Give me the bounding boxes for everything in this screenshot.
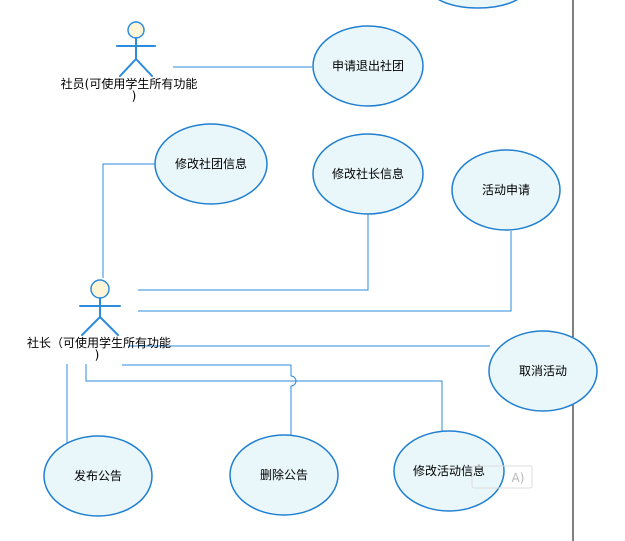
- use-case-delete-notice[interactable]: 删除公告: [229, 434, 339, 516]
- overlay-hint-label: A): [512, 471, 525, 485]
- use-case-quit-club-label: 申请退出社团: [332, 58, 404, 73]
- actor-member[interactable]: 社员(可使用学生所有功能 ): [61, 21, 198, 103]
- assoc-president-edit-club-info: [102, 163, 155, 278]
- use-case-edit-activity-info[interactable]: 修改活动信息: [393, 430, 505, 512]
- overlay-hint: A): [471, 465, 533, 489]
- use-case-edit-club-info[interactable]: 修改社团信息: [154, 123, 268, 205]
- use-case-edit-president-info[interactable]: 修改社长信息: [312, 133, 424, 215]
- use-case-activity-request-label: 活动申请: [482, 183, 530, 197]
- use-case-cancel-activity[interactable]: 取消活动: [488, 330, 598, 412]
- use-case-edit-activity-info-label: 修改活动信息: [413, 463, 485, 478]
- assoc-president-edit-president-info: [138, 214, 369, 291]
- assoc-president-activity-request: [138, 231, 512, 312]
- actor-president-label: 社长（可使用学生所有功能: [27, 335, 171, 350]
- actor-member-label-close: ): [132, 89, 137, 103]
- actor-member-label: 社员(可使用学生所有功能: [61, 76, 198, 91]
- use-case-edit-club-info-label: 修改社团信息: [175, 156, 247, 171]
- use-case-post-notice[interactable]: 发布公告: [43, 435, 153, 517]
- use-case-post-notice-label: 发布公告: [74, 468, 122, 483]
- assoc-president-delete-notice: [122, 364, 297, 436]
- associations: [66, 66, 512, 444]
- assoc-president-edit-activity-info: [85, 364, 443, 432]
- actor-president-head: [90, 279, 110, 299]
- actor-member-head: [127, 21, 145, 39]
- use-case-activity-request[interactable]: 活动申请: [451, 149, 561, 231]
- use-case-quit-club[interactable]: 申请退出社团: [312, 25, 424, 107]
- use-case-edit-president-info-label: 修改社长信息: [332, 166, 404, 181]
- use-case-delete-notice-label: 删除公告: [260, 467, 308, 482]
- actor-president-label-close: ): [95, 348, 100, 362]
- use-case-partial-top[interactable]: [428, 0, 528, 9]
- use-case-cancel-activity-label: 取消活动: [519, 364, 567, 378]
- actor-president[interactable]: 社长（可使用学生所有功能 ): [27, 279, 171, 362]
